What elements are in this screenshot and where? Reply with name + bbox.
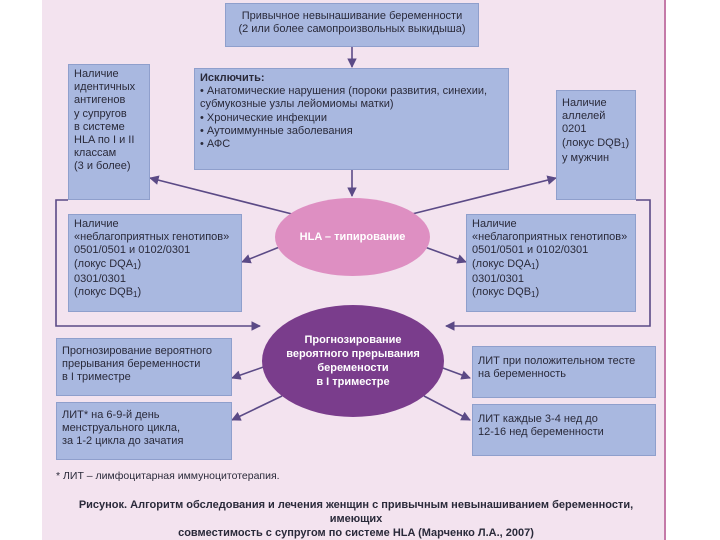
alleles-line: у мужчин (562, 151, 610, 164)
panel-edge-line (664, 0, 666, 540)
right-positive-test-box: ЛИТ при положительном тесте на беременно… (472, 346, 656, 398)
left-lit-box: ЛИТ* на 6-9-й день менструального цикла,… (56, 402, 232, 460)
arrow-hla-to-left-genotypes (241, 245, 283, 264)
arrow-hla-to-right-genotypes (421, 245, 467, 264)
genotype-line: 0501/0501 и 0102/0301 (74, 244, 191, 257)
loop-left (55, 199, 261, 331)
exclude-item: • АФС (200, 138, 231, 151)
alleles-line: аллелей 0201 (562, 110, 606, 136)
arrow-hla-to-left-identical (149, 175, 293, 215)
loop-right (445, 199, 651, 331)
exclude-box: Исключить: • Анатомические нарушения (по… (194, 68, 509, 170)
left-forecast-box: Прогнозирование вероятного прерывания бе… (56, 338, 232, 396)
genotype-line: «неблагоприятных генотипов» (74, 231, 230, 244)
left-genotypes-box: Наличие «неблагоприятных генотипов» 0501… (68, 214, 242, 312)
right-genotypes-box: Наличие «неблагоприятных генотипов» 0501… (466, 214, 636, 312)
arrow-forecast-to-left-lit (231, 395, 283, 421)
exclude-title: Исключить: (200, 72, 265, 84)
forecast-ellipse: Прогнозирование вероятного прерывания бе… (262, 305, 444, 417)
figure-caption: Рисунок. Алгоритм обследования и лечения… (78, 499, 634, 539)
arrow-hla-to-right-alleles (411, 175, 557, 215)
genotype-line: (локус DQB1) (74, 286, 142, 300)
exclude-item: • Хронические инфекции (200, 111, 327, 124)
genotype-line: «неблагоприятных генотипов» (472, 231, 628, 244)
genotype-line: Наличие (74, 218, 119, 230)
genotype-line: 0501/0501 и 0102/0301 (472, 244, 589, 257)
right-weeks-box: ЛИТ каждые 3-4 нед до 12-16 нед беременн… (472, 404, 656, 456)
genotype-line: 0301/0301 (74, 272, 126, 285)
genotype-line: 0301/0301 (472, 272, 524, 285)
top-box: Привычное невынашивание беременности (2 … (225, 3, 479, 47)
right-alleles-box: Наличие аллелей 0201 (локус DQB1) у мужч… (556, 90, 636, 200)
alleles-line: Наличие (562, 97, 607, 109)
exclude-item: • Аутоиммунные заболевания (200, 124, 353, 137)
arrow-forecast-to-right-weeks (423, 395, 471, 421)
exclude-item: субмукозные узлы лейомиомы матки) (200, 98, 394, 111)
hla-typing-ellipse: HLA – типирование (275, 198, 430, 276)
genotype-line: (локус DQA1) (74, 257, 142, 271)
exclude-item: • Анатомические нарушения (пороки развит… (200, 85, 488, 98)
alleles-line: (локус DQB1) (562, 136, 630, 150)
genotype-line: Наличие (472, 218, 517, 230)
footnote: * ЛИТ – лимфоцитарная иммуноцитотерапия. (56, 470, 280, 482)
genotype-line: (локус DQB1) (472, 286, 540, 300)
left-identical-antigens-box: Наличие идентичных антигенов у супругов … (68, 64, 150, 200)
genotype-line: (локус DQA1) (472, 257, 540, 271)
